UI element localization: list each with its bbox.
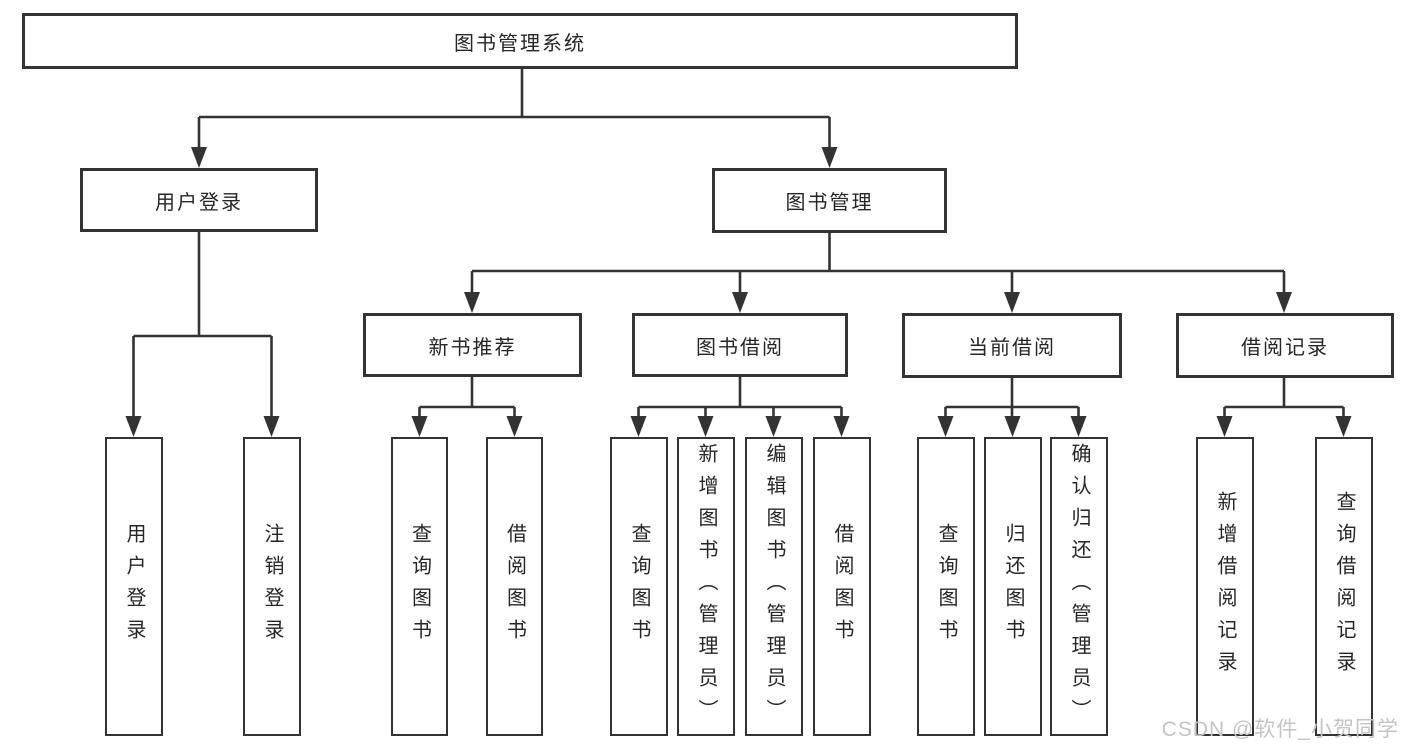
- node-label: 借阅图书: [503, 522, 526, 651]
- leaf-confirm-return-admin: 确认归还（管理员）: [1050, 437, 1108, 736]
- leaf-logout: 注销登录: [243, 437, 301, 736]
- node-user-login-branch: 用户登录: [80, 168, 318, 232]
- leaf-borrow-books: 借阅图书: [813, 437, 871, 736]
- node-borrowing-records: 借阅记录: [1176, 313, 1394, 378]
- leaf-query-books-borrow: 查询图书: [610, 437, 668, 736]
- leaf-add-book-admin: 新增图书（管理员）: [677, 437, 735, 736]
- leaf-add-borrow-record: 新增借阅记录: [1196, 437, 1254, 736]
- node-book-management-branch: 图书管理: [712, 168, 947, 233]
- node-label: 新增借阅记录: [1214, 490, 1236, 683]
- arrowheads: [125, 147, 1352, 437]
- node-new-book-recommend: 新书推荐: [363, 313, 582, 377]
- node-label: 查询图书: [935, 522, 957, 651]
- node-label: 图书管理: [785, 192, 874, 214]
- node-library-system: 图书管理系统: [22, 13, 1018, 69]
- node-label: 借阅图书: [831, 522, 853, 651]
- node-label: 归还图书: [1002, 522, 1024, 651]
- leaf-query-books-current: 查询图书: [917, 437, 975, 736]
- leaf-return-books: 归还图书: [984, 437, 1042, 736]
- leaf-query-books-recommend: 查询图书: [391, 437, 448, 736]
- leaf-user-login: 用户登录: [105, 437, 163, 736]
- node-label: 注销登录: [261, 522, 283, 651]
- node-label: 新增图书（管理员）: [695, 442, 717, 731]
- node-label: 确认归还（管理员）: [1068, 442, 1090, 731]
- node-label: 用户登录: [123, 522, 145, 651]
- node-label: 图书管理系统: [454, 32, 586, 55]
- leaf-borrow-books-recommend: 借阅图书: [486, 437, 543, 736]
- node-label: 新书推荐: [428, 336, 517, 359]
- node-label: 查询图书: [628, 522, 650, 651]
- node-label: 查询图书: [408, 522, 431, 651]
- node-label: 借阅记录: [1241, 337, 1329, 359]
- node-label: 编辑图书（管理员）: [763, 442, 785, 731]
- leaf-edit-book-admin: 编辑图书（管理员）: [745, 437, 803, 736]
- csdn-watermark: CSDN @软件_小贺同学: [1161, 718, 1399, 741]
- node-label: 当前借阅: [968, 337, 1056, 359]
- node-label: 查询借阅记录: [1333, 490, 1355, 683]
- node-book-borrowing: 图书借阅: [632, 313, 848, 377]
- node-current-borrowing: 当前借阅: [902, 313, 1122, 378]
- leaf-query-borrow-record: 查询借阅记录: [1315, 437, 1373, 736]
- node-label: 图书借阅: [696, 336, 784, 359]
- node-label: 用户登录: [155, 191, 243, 214]
